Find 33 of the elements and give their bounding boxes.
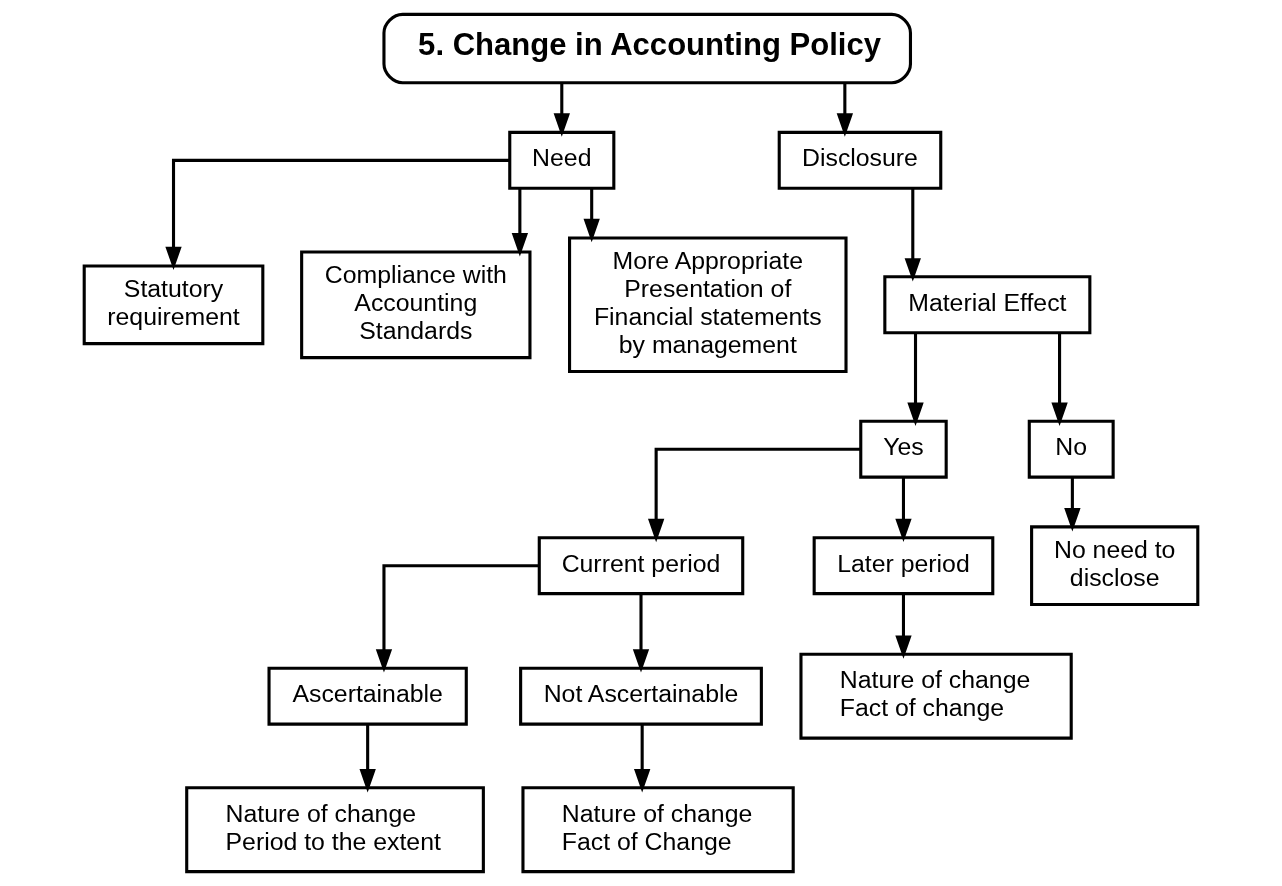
arrow (553, 83, 570, 137)
node-box: Need (508, 130, 616, 190)
arrow (1064, 477, 1081, 532)
arrow (165, 158, 510, 270)
node-box: Ascertainable (267, 666, 468, 726)
arrow (647, 447, 861, 543)
arrow (907, 333, 924, 426)
node-box: Yes (859, 419, 948, 479)
arrow (895, 594, 912, 659)
node-box: Disclosure (777, 130, 943, 190)
arrow (583, 188, 600, 243)
node-box: Nature of change Fact of Change (521, 786, 795, 874)
arrow (634, 724, 651, 793)
arrow (904, 188, 921, 282)
node-box: Material Effect (883, 275, 1092, 335)
arrow (359, 724, 376, 793)
arrow (632, 594, 650, 673)
arrow (375, 564, 539, 673)
node-box: Compliance with Accounting Standards (300, 250, 532, 360)
node-box: No need to disclose (1030, 525, 1200, 607)
arrow (895, 477, 912, 543)
node-box: Nature of change Fact of change (799, 652, 1073, 740)
node-box: Statutory requirement (82, 264, 265, 346)
node-box: Nature of change Period to the extent (185, 786, 485, 874)
node-box: More Appropriate Presentation of Financial statements by management (568, 236, 848, 374)
arrow (1051, 333, 1068, 426)
node-box: 5. Change in Accounting Policy (382, 12, 912, 85)
node-box: Later period (812, 536, 995, 596)
arrow (836, 83, 853, 137)
node-box: Not Ascertainable (519, 666, 763, 726)
node-box: No (1027, 419, 1115, 479)
node-box: Current period (537, 536, 745, 596)
arrow (511, 188, 529, 257)
